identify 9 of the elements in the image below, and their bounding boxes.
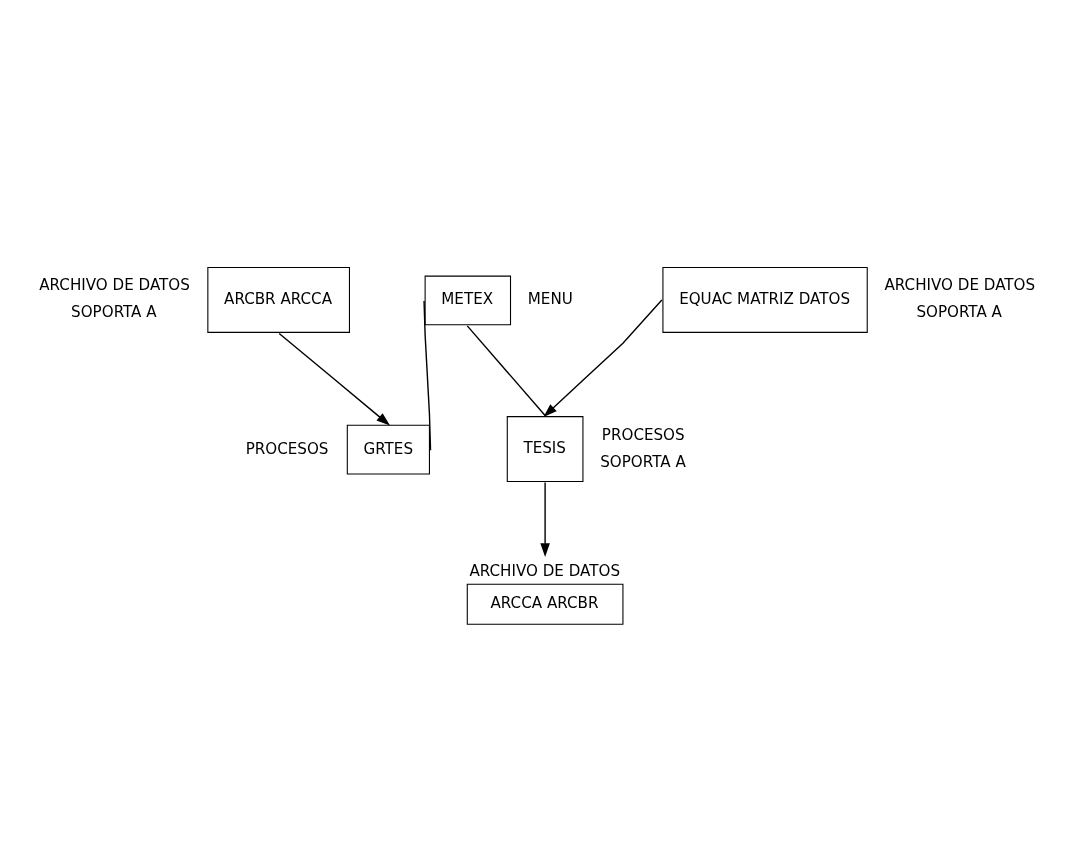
node-label: SOPORTA A [916, 302, 1002, 321]
node-label: ARCHIVO DE DATOS [39, 275, 190, 294]
node-label: SOPORTA A [600, 452, 686, 471]
node-label: PROCESOS [245, 439, 329, 458]
node-label: ARCHIVO DE DATOS [884, 275, 1036, 294]
node-label: SOPORTA A [71, 302, 157, 321]
node-label: PROCESOS [601, 425, 685, 444]
node-label: MENU [527, 289, 573, 308]
node-label: ARCHIVO DE DATOS [469, 561, 621, 580]
